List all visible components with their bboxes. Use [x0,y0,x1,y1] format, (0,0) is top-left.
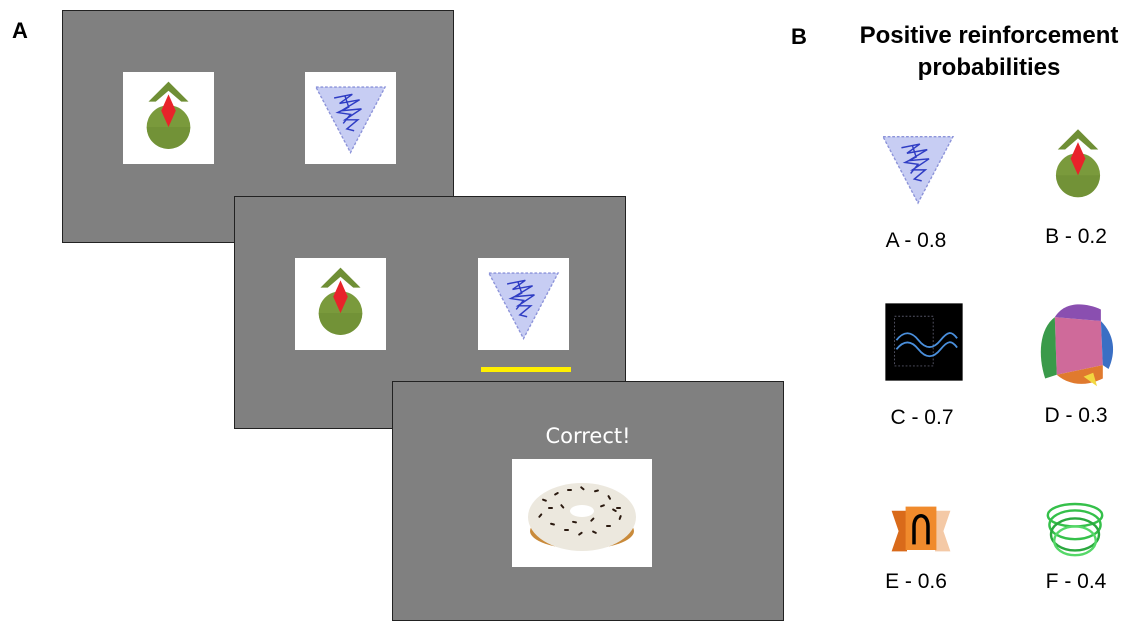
selection-highlight-bar [481,367,571,372]
feedback-text: Correct! [545,424,631,448]
legend-label-e: E - 0.6 [885,570,947,593]
panel-a-letter: A [12,18,28,43]
green-drop-arrow-icon [1032,120,1124,212]
legend-label-f: F - 0.4 [1045,570,1107,593]
stimulus-b-box [123,72,214,164]
panel-b-letter: B [791,24,807,49]
stimulus-a-box [478,258,569,350]
green-rings-icon [1030,488,1120,568]
legend-label-b: B - 0.2 [1045,225,1107,248]
stimulus-a-box [305,72,396,164]
screen-3: Correct! [392,381,784,621]
legend-label-d: D - 0.3 [1044,404,1108,427]
triangle-scribble-icon [872,122,964,214]
panel-b-title-line2: probabilities [917,54,1061,81]
colorful-pinwheel-icon [1026,296,1122,392]
reward-image-box [512,459,652,567]
black-wave-square-icon [878,296,970,388]
panel-b-title-line1: Positive reinforcement [859,22,1119,49]
triangle-scribble-icon [305,72,396,164]
green-drop-arrow-icon [295,258,386,350]
triangle-scribble-icon [478,258,569,350]
stimulus-b-box [295,258,386,350]
orange-ribbon-icon [876,494,966,564]
legend-label-c: C - 0.7 [890,406,954,429]
donut-image [528,483,636,551]
panel-b-title: Positive reinforcement probabilities [830,20,1148,84]
green-drop-arrow-icon [123,72,214,164]
legend-label-a: A - 0.8 [885,229,947,252]
